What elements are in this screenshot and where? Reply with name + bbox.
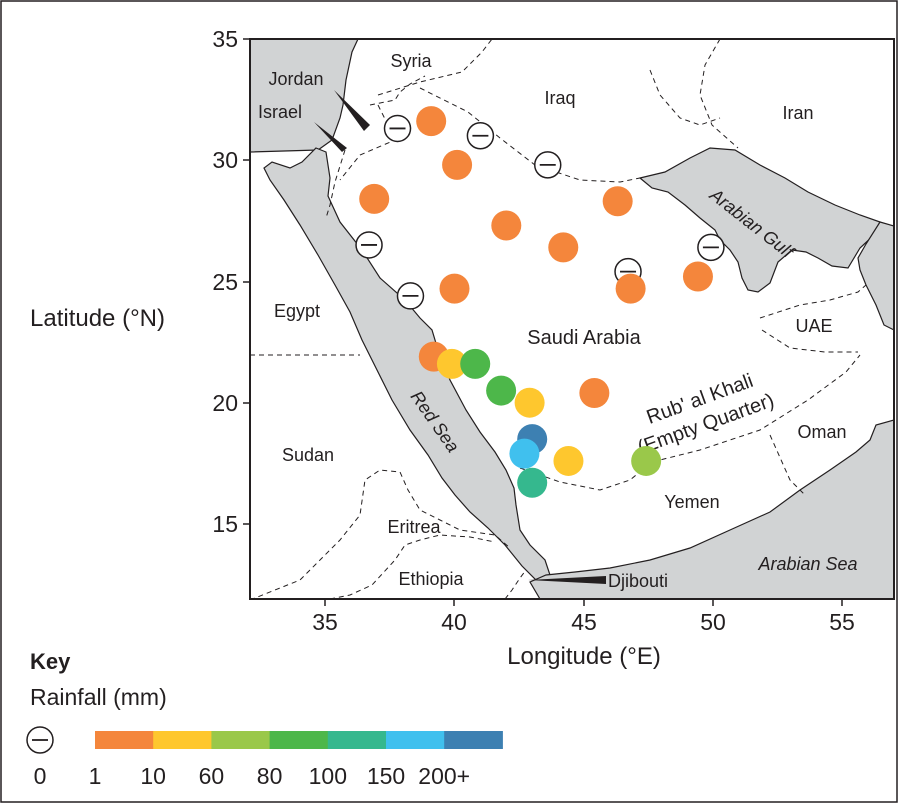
station-marker xyxy=(491,210,522,241)
y-axis-label: Latitude (°N) xyxy=(30,305,165,332)
station-marker xyxy=(514,387,545,418)
station-marker-zero xyxy=(697,233,725,262)
key-title: Key xyxy=(30,649,71,674)
label-yemen: Yemen xyxy=(664,492,719,512)
x-tick-50: 50 xyxy=(700,609,726,635)
x-tick-55: 55 xyxy=(829,609,855,635)
mediterranean-water xyxy=(250,39,359,153)
y-tick-25: 25 xyxy=(212,269,238,295)
label-djibouti: Djibouti xyxy=(608,571,668,591)
y-tick-35: 35 xyxy=(212,26,238,52)
station-marker xyxy=(579,377,610,408)
station-marker xyxy=(486,375,517,406)
key-swatch xyxy=(386,731,445,749)
station-marker xyxy=(548,232,579,263)
key-zero-swatch xyxy=(26,726,54,754)
country-borders xyxy=(250,39,867,599)
key-swatch xyxy=(153,731,212,749)
station-marker xyxy=(615,273,646,304)
x-tick-35: 35 xyxy=(312,609,338,635)
label-iraq: Iraq xyxy=(544,88,575,108)
label-eritrea: Eritrea xyxy=(387,517,441,537)
x-axis-label: Longitude (°E) xyxy=(507,643,661,670)
key-swatch xyxy=(444,731,503,749)
label-jordan: Jordan xyxy=(268,69,323,89)
station-marker xyxy=(460,348,491,379)
label-iran: Iran xyxy=(782,103,813,123)
label-sudan: Sudan xyxy=(282,445,334,465)
x-tick-40: 40 xyxy=(441,609,467,635)
station-marker-zero xyxy=(533,151,562,179)
station-marker xyxy=(517,467,548,498)
station-marker-zero xyxy=(383,114,412,143)
key-label: 100 xyxy=(309,763,347,789)
y-tick-20: 20 xyxy=(212,390,238,416)
jordan-pointer xyxy=(334,90,370,131)
key-label-zero: 0 xyxy=(34,763,47,789)
key-swatch xyxy=(211,731,271,749)
arabian-sea-water xyxy=(529,419,894,599)
map-area xyxy=(250,39,894,599)
station-marker xyxy=(553,445,584,476)
station-marker xyxy=(436,348,467,379)
y-tick-30: 30 xyxy=(212,147,238,173)
key-swatch xyxy=(327,731,387,749)
axis-ticks xyxy=(243,38,843,606)
station-markers xyxy=(355,106,725,498)
station-marker xyxy=(359,183,390,214)
label-uae: UAE xyxy=(795,316,832,336)
station-marker xyxy=(602,186,633,217)
station-marker xyxy=(509,438,540,469)
djibouti-pointer xyxy=(528,576,606,584)
label-egypt: Egypt xyxy=(274,301,320,321)
label-saudi-arabia: Saudi Arabia xyxy=(527,327,641,349)
key-label: 60 xyxy=(199,763,225,789)
label-ethiopia: Ethiopia xyxy=(398,569,464,589)
key-swatch xyxy=(269,731,329,749)
key-label: 80 xyxy=(257,763,283,789)
key-label: 1 xyxy=(89,763,102,789)
station-marker-zero xyxy=(355,231,383,259)
key-swatch xyxy=(95,731,154,749)
label-arabian-sea: Arabian Sea xyxy=(757,554,857,574)
label-israel: Israel xyxy=(258,102,302,122)
y-tick-15: 15 xyxy=(212,511,238,537)
station-marker xyxy=(442,149,473,180)
station-marker-zero xyxy=(396,282,425,310)
arabian-gulf-water xyxy=(638,147,881,293)
station-marker-zero xyxy=(466,121,495,150)
key-colorbar-labels: 1 10 60 80 100 150 200+ xyxy=(89,763,471,789)
station-marker xyxy=(439,273,470,304)
key-label: 150 xyxy=(367,763,405,789)
key-label: 10 xyxy=(140,763,166,789)
gulf-of-oman-water xyxy=(857,221,894,331)
israel-pointer xyxy=(314,122,347,152)
x-tick-45: 45 xyxy=(571,609,597,635)
station-marker xyxy=(416,106,447,137)
station-marker xyxy=(631,445,662,476)
key-label: 200+ xyxy=(418,763,470,789)
station-marker xyxy=(682,261,713,292)
key-colorbar xyxy=(95,731,503,749)
plot-frame xyxy=(249,38,895,600)
label-syria: Syria xyxy=(390,51,432,71)
label-oman: Oman xyxy=(797,422,846,442)
key-subtitle: Rainfall (mm) xyxy=(30,684,167,710)
